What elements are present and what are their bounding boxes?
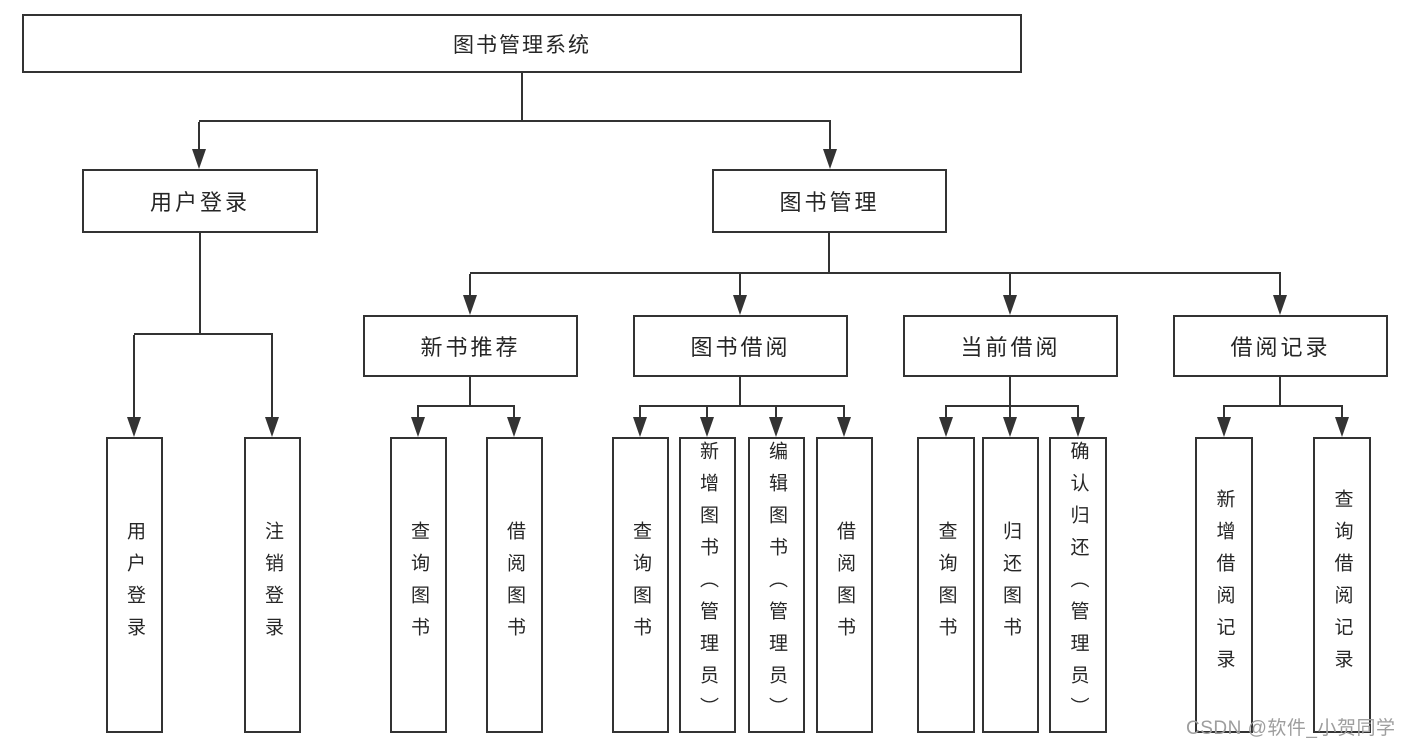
leaf-query-book-current: 查询图书 <box>917 437 975 733</box>
arrowhead-down-icon <box>1003 417 1017 437</box>
node-borrow-record: 借阅记录 <box>1173 315 1388 377</box>
node-root: 图书管理系统 <box>22 14 1022 73</box>
arrowhead-down-icon <box>192 149 206 169</box>
arrowhead-down-icon <box>411 417 425 437</box>
node-book-borrow: 图书借阅 <box>633 315 848 377</box>
node-root-label: 图书管理系统 <box>453 33 591 57</box>
arrowhead-down-icon <box>1071 417 1085 437</box>
node-book-management-label: 图书管理 <box>779 190 880 215</box>
leaf-add-borrow-record: 新增借阅记录 <box>1195 437 1253 733</box>
leaf-return-book-label: 归还图书 <box>1000 521 1021 649</box>
leaf-query-book-current-label: 查询图书 <box>935 521 957 649</box>
connector-user-login-down <box>199 233 201 334</box>
connector-book-management-stem <box>829 122 831 151</box>
node-user-login-label: 用户登录 <box>149 190 250 215</box>
arrowhead-down-icon <box>1003 295 1017 315</box>
csdn-watermark: CSDN @软件_小贺同学 <box>1186 718 1396 739</box>
connector-book-management-rail <box>470 272 1281 274</box>
connector-level3-stem <box>739 274 741 297</box>
connector-root-stem <box>521 73 523 122</box>
connector-user-login-stem <box>198 122 200 151</box>
leaf-query-book-borrow-label: 查询图书 <box>630 521 651 649</box>
connector-leaf-stem <box>1341 407 1343 419</box>
leaf-borrow-book-recommend-label: 借阅图书 <box>504 521 525 649</box>
node-new-book-recommend-label: 新书推荐 <box>420 335 521 360</box>
arrowhead-down-icon <box>1273 295 1287 315</box>
connector-leaf-stem <box>1077 407 1079 419</box>
connector-leaf-stem <box>775 407 777 419</box>
connector-borrow-record-rail <box>1223 405 1343 407</box>
leaf-add-book-admin: 新增图书（管理员） <box>679 437 736 733</box>
connector-leaf-stem <box>1223 407 1225 419</box>
leaf-logout-label: 注销登录 <box>262 521 283 649</box>
arrowhead-down-icon <box>127 417 141 437</box>
leaf-add-borrow-record-label: 新增借阅记录 <box>1213 489 1235 681</box>
leaf-edit-book-admin: 编辑图书（管理员） <box>748 437 805 733</box>
connector-book-borrow-rail <box>639 405 845 407</box>
connector-level3-stem <box>1279 274 1281 297</box>
leaf-user-login-label: 用户登录 <box>124 521 145 649</box>
connector-root-rail <box>199 120 831 122</box>
arrowhead-down-icon <box>633 417 647 437</box>
connector-recommend-down <box>469 377 471 407</box>
leaf-user-login: 用户登录 <box>106 437 163 733</box>
connector-leaf-stem <box>417 407 419 419</box>
connector-leaf-stem <box>133 335 135 419</box>
node-book-management: 图书管理 <box>712 169 947 233</box>
connector-leaf-stem <box>843 407 845 419</box>
node-borrow-record-label: 借阅记录 <box>1230 335 1331 360</box>
connector-leaf-stem <box>1009 407 1011 419</box>
leaf-return-book: 归还图书 <box>982 437 1039 733</box>
node-current-borrow: 当前借阅 <box>903 315 1118 377</box>
arrowhead-down-icon <box>823 149 837 169</box>
leaf-add-book-admin-label: 新增图书（管理员） <box>697 441 718 729</box>
arrowhead-down-icon <box>733 295 747 315</box>
leaf-borrow-book-label: 借阅图书 <box>834 521 855 649</box>
connector-leaf-stem <box>639 407 641 419</box>
node-new-book-recommend: 新书推荐 <box>363 315 578 377</box>
connector-leaf-stem <box>513 407 515 419</box>
connector-book-management-down <box>828 233 830 274</box>
arrowhead-down-icon <box>1335 417 1349 437</box>
arrowhead-down-icon <box>1217 417 1231 437</box>
arrowhead-down-icon <box>507 417 521 437</box>
node-current-borrow-label: 当前借阅 <box>960 335 1061 360</box>
connector-leaf-stem <box>706 407 708 419</box>
arrowhead-down-icon <box>700 417 714 437</box>
arrowhead-down-icon <box>939 417 953 437</box>
connector-level3-stem <box>469 274 471 297</box>
leaf-query-book-borrow: 查询图书 <box>612 437 669 733</box>
arrowhead-down-icon <box>769 417 783 437</box>
leaf-query-borrow-record: 查询借阅记录 <box>1313 437 1371 733</box>
connector-leaf-stem <box>945 407 947 419</box>
connector-recommend-rail <box>417 405 515 407</box>
leaf-query-book-recommend: 查询图书 <box>390 437 447 733</box>
leaf-borrow-book: 借阅图书 <box>816 437 873 733</box>
leaf-query-book-recommend-label: 查询图书 <box>408 521 429 649</box>
connector-current-borrow-rail <box>945 405 1079 407</box>
leaf-logout: 注销登录 <box>244 437 301 733</box>
connector-borrow-record-down <box>1279 377 1281 407</box>
node-user-login: 用户登录 <box>82 169 318 233</box>
arrowhead-down-icon <box>837 417 851 437</box>
connector-user-login-rail <box>134 333 273 335</box>
leaf-query-borrow-record-label: 查询借阅记录 <box>1331 489 1353 681</box>
leaf-confirm-return-admin-label: 确认归还（管理员） <box>1067 441 1089 729</box>
arrowhead-down-icon <box>265 417 279 437</box>
leaf-confirm-return-admin: 确认归还（管理员） <box>1049 437 1107 733</box>
connector-level3-stem <box>1009 274 1011 297</box>
connector-current-borrow-down <box>1009 377 1011 407</box>
leaf-edit-book-admin-label: 编辑图书（管理员） <box>766 441 787 729</box>
connector-leaf-stem <box>271 335 273 419</box>
node-book-borrow-label: 图书借阅 <box>690 335 791 360</box>
connector-book-borrow-down <box>739 377 741 407</box>
leaf-borrow-book-recommend: 借阅图书 <box>486 437 543 733</box>
arrowhead-down-icon <box>463 295 477 315</box>
